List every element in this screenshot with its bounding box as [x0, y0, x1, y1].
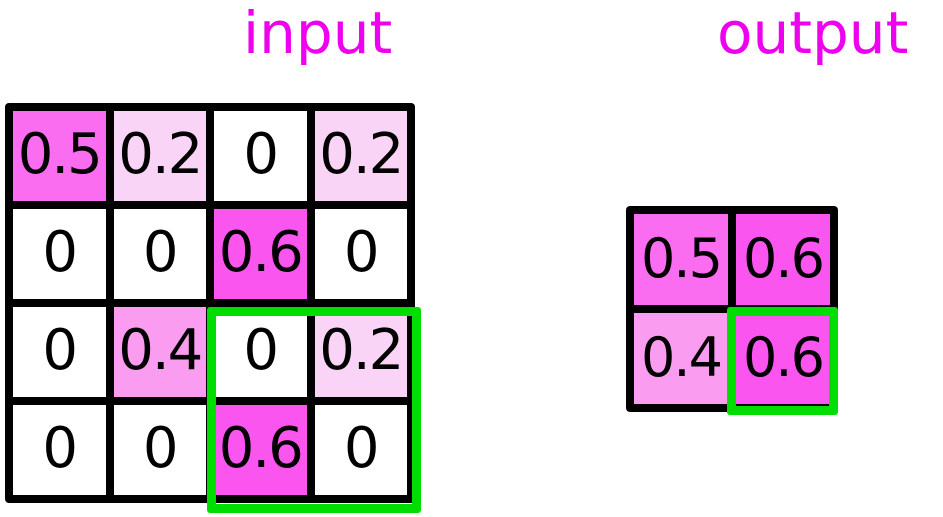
input-matrix-cell-value: 0 [42, 318, 78, 383]
output-matrix-cell-value: 0.5 [641, 226, 723, 290]
input-panel-label: input [243, 0, 393, 67]
output-panel-label: output [717, 0, 909, 67]
input-matrix-cell-value: 0.2 [319, 318, 404, 383]
output-matrix-cells: 0.5 0.6 0.4 0.6 [634, 214, 830, 404]
output-matrix-grid: 0.5 0.6 0.4 0.6 [626, 206, 838, 412]
input-matrix-cell: 0 [214, 307, 307, 397]
input-matrix-cell-value: 0 [42, 220, 78, 285]
input-matrix-cell: 0.2 [314, 307, 407, 397]
input-matrix-cell: 0.6 [214, 405, 307, 495]
input-matrix-cell: 0 [314, 209, 407, 299]
input-matrix-cell: 0 [314, 405, 407, 495]
input-matrix-cell-value: 0.6 [218, 416, 304, 481]
input-matrix-cell: 0.4 [113, 307, 206, 397]
input-matrix-cell: 0.6 [214, 209, 307, 299]
input-matrix-cell: 0 [214, 111, 307, 201]
input-matrix-cell: 0 [13, 209, 106, 299]
input-matrix-cell-value: 0.2 [118, 122, 203, 187]
input-matrix-cell-value: 0.4 [118, 318, 203, 383]
input-matrix-cell-value: 0 [243, 318, 279, 383]
output-matrix-cell-value: 0.4 [641, 325, 723, 389]
input-matrix-cell: 0 [113, 209, 206, 299]
input-matrix-cell: 0.5 [13, 111, 106, 201]
input-matrix-cell-value: 0.2 [319, 122, 404, 187]
input-matrix-cell-value: 0 [142, 416, 179, 481]
input-matrix-cell: 0 [113, 405, 206, 495]
input-matrix-cell: 0.2 [113, 111, 206, 201]
input-matrix-cell-value: 0.6 [218, 220, 304, 285]
output-matrix-cell-value: 0.6 [743, 325, 825, 389]
output-matrix-cell: 0.5 [634, 214, 728, 305]
input-matrix-cell: 0 [13, 405, 106, 495]
output-matrix-cell-value: 0.6 [743, 226, 825, 290]
input-matrix-cell: 0.2 [314, 111, 407, 201]
input-matrix-cell-value: 0 [343, 416, 380, 481]
input-matrix-cell-value: 0.5 [17, 122, 103, 187]
input-matrix-cell-value: 0 [142, 220, 179, 285]
output-matrix-cell: 0.6 [736, 313, 830, 404]
input-matrix-cell: 0 [13, 307, 106, 397]
output-matrix-cell: 0.4 [634, 313, 728, 404]
input-matrix-cell-value: 0 [243, 122, 279, 187]
input-matrix-cell-value: 0 [42, 416, 78, 481]
output-matrix-cell: 0.6 [736, 214, 830, 305]
input-matrix-cell-value: 0 [343, 220, 380, 285]
